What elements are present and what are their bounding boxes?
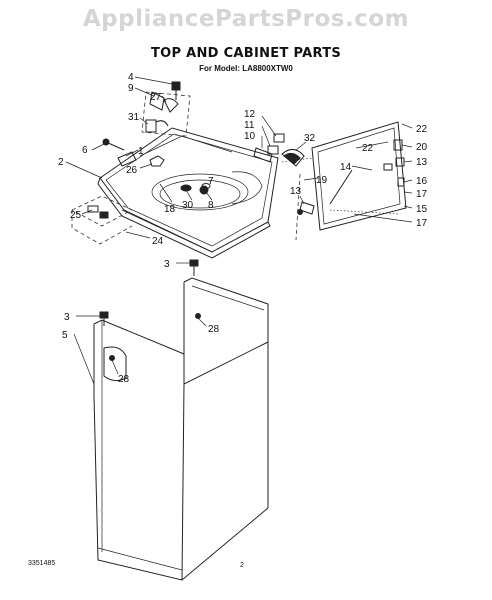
callout-18: 18 bbox=[164, 204, 176, 215]
top-panel bbox=[97, 127, 279, 259]
callout-3-top: 3 bbox=[164, 259, 170, 270]
callout-22-mid: 22 bbox=[362, 143, 374, 154]
watermark: AppliancePartsPros.com bbox=[82, 6, 410, 32]
callout-11: 11 bbox=[244, 120, 255, 131]
callout-13-right: 13 bbox=[416, 157, 428, 168]
callout-4: 4 bbox=[128, 72, 134, 83]
model-subtitle: For Model: LA8800XTW0 bbox=[199, 64, 293, 73]
callout-17-top: 17 bbox=[416, 189, 428, 200]
callout-20: 20 bbox=[416, 142, 428, 153]
callout-17-bottom: 17 bbox=[416, 218, 428, 229]
leaders-top-left bbox=[65, 76, 213, 239]
callout-27: 27 bbox=[150, 92, 162, 103]
callout-31: 31 bbox=[128, 112, 140, 123]
callout-30: 30 bbox=[182, 200, 194, 211]
callout-26: 26 bbox=[126, 165, 138, 176]
leaders-right bbox=[261, 115, 413, 223]
callout-1: 1 bbox=[138, 146, 144, 157]
callout-5: 5 bbox=[62, 330, 68, 341]
callout-9: 9 bbox=[128, 83, 134, 94]
callout-19: 19 bbox=[316, 175, 328, 186]
top-small-parts bbox=[71, 81, 211, 245]
callout-13-left: 13 bbox=[290, 186, 302, 197]
callout-16: 16 bbox=[416, 176, 428, 187]
callout-15: 15 bbox=[416, 204, 428, 215]
lid bbox=[253, 121, 407, 241]
callout-2: 2 bbox=[58, 157, 64, 168]
callout-3-left: 3 bbox=[64, 312, 70, 323]
callout-22-top: 22 bbox=[416, 124, 428, 135]
cabinet bbox=[93, 277, 269, 581]
callout-12: 12 bbox=[244, 109, 256, 120]
cabinet-screws bbox=[73, 259, 207, 385]
page-number: 2 bbox=[240, 562, 244, 569]
callout-10: 10 bbox=[244, 131, 256, 142]
callout-6: 6 bbox=[82, 145, 88, 156]
callout-25: 25 bbox=[70, 210, 82, 221]
callout-7: 7 bbox=[208, 176, 214, 187]
callout-28-right: 28 bbox=[208, 324, 220, 335]
document-code: 3351485 bbox=[28, 560, 56, 567]
callout-labels: 4 9 27 31 6 1 2 26 7 8 30 18 25 24 12 11… bbox=[58, 72, 428, 385]
callout-24: 24 bbox=[152, 236, 164, 247]
callout-14: 14 bbox=[340, 162, 352, 173]
callout-28-left: 28 bbox=[118, 374, 130, 385]
callout-32: 32 bbox=[304, 133, 316, 144]
callout-8: 8 bbox=[208, 200, 214, 211]
page-title: TOP AND CABINET PARTS bbox=[150, 46, 342, 61]
